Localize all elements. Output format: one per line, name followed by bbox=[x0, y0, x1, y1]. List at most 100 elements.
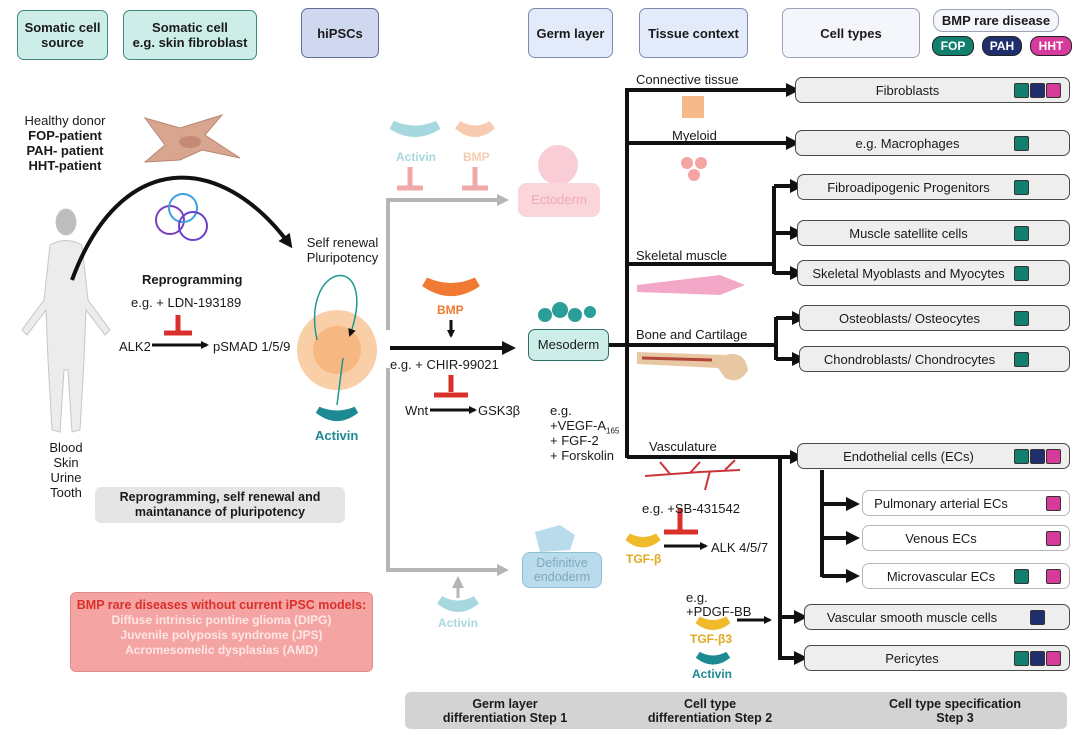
cell-type-box: Fibroadipogenic Progenitors bbox=[797, 174, 1070, 200]
step-1: Germ layer differentiation Step 1 bbox=[442, 697, 568, 725]
patient-fop: FOP-patient bbox=[28, 128, 102, 143]
no-models-item: Diffuse intrinsic pontine glioma (DIPG) bbox=[111, 613, 332, 627]
disease-marker-pah bbox=[1030, 83, 1045, 98]
vegf-text: +VEGF-A bbox=[550, 418, 606, 433]
ectoderm-box: Ectoderm bbox=[518, 183, 600, 217]
cell-type-box: Pulmonary arterial ECs bbox=[862, 490, 1070, 516]
cell-type-label: e.g. Macrophages bbox=[855, 135, 960, 151]
cell-type-label: Fibroblasts bbox=[875, 82, 940, 98]
disease-markers bbox=[1013, 352, 1061, 367]
cell-type-box: Fibroblasts bbox=[795, 77, 1070, 103]
cell-type-label: Venous ECs bbox=[905, 530, 977, 546]
cell-type-label: Pericytes bbox=[885, 650, 939, 666]
self-renewal-label: Self renewal Pluripotency bbox=[306, 235, 379, 265]
disease-markers bbox=[1013, 83, 1061, 98]
disease-marker-pah bbox=[1030, 610, 1045, 625]
cell-type-label: Skeletal Myoblasts and Myocytes bbox=[812, 265, 1005, 281]
disease-marker-fop bbox=[1014, 266, 1029, 281]
bone-icon bbox=[637, 352, 748, 381]
tissue-skeletal-muscle: Skeletal muscle bbox=[636, 248, 728, 263]
ecto-bmp-label: BMP bbox=[463, 150, 490, 164]
step-3: Cell type specification Step 3 bbox=[889, 697, 1021, 725]
mesoderm-cells-icon bbox=[538, 302, 596, 322]
cell-type-box: Skeletal Myoblasts and Myocytes bbox=[797, 260, 1070, 286]
source-blood: Blood bbox=[49, 440, 83, 455]
vegf-eg-label: e.g. bbox=[550, 403, 572, 418]
disease-marker-fop bbox=[1014, 226, 1029, 241]
no-models-box: BMP rare diseases without current iPSC m… bbox=[70, 592, 373, 672]
cell-type-box: Pericytes bbox=[804, 645, 1070, 671]
disease-markers bbox=[1013, 449, 1061, 464]
tgfb-label: TGF-β bbox=[626, 552, 662, 566]
source-tooth: Tooth bbox=[50, 485, 82, 500]
disease-markers bbox=[1013, 610, 1061, 625]
mesoderm-box: Mesoderm bbox=[528, 329, 609, 361]
alk2-label: ALK2 bbox=[119, 339, 151, 354]
disease-marker-hht bbox=[1046, 83, 1061, 98]
patient-hht: HHT-patient bbox=[28, 158, 102, 173]
cell-type-label: Chondroblasts/ Chondrocytes bbox=[823, 351, 996, 367]
skeletal-muscle-icon bbox=[637, 275, 745, 295]
disease-markers bbox=[1013, 496, 1061, 511]
header-tissue-context: Tissue context bbox=[639, 8, 748, 58]
healthy-donor-label: Healthy donor bbox=[24, 113, 106, 128]
disease-marker-hht bbox=[1046, 569, 1061, 584]
tissue-bone-cartilage: Bone and Cartilage bbox=[636, 327, 748, 342]
disease-marker-pah bbox=[1030, 651, 1045, 666]
pdgf-label: +PDGF-BB bbox=[686, 604, 752, 619]
cell-type-box: Vascular smooth muscle cells bbox=[804, 604, 1070, 630]
activin-label: Activin bbox=[315, 428, 359, 443]
patient-pah: PAH- patient bbox=[26, 143, 104, 158]
gsk3b-label: GSK3β bbox=[478, 403, 521, 418]
tissue-vasculature: Vasculature bbox=[649, 439, 717, 454]
header-hipscs: hiPSCs bbox=[301, 8, 379, 58]
definitive-endoderm-box: Definitive endoderm bbox=[522, 552, 602, 588]
disease-marker-fop bbox=[1014, 569, 1029, 584]
reprogramming-label: Reprogramming bbox=[142, 272, 243, 287]
tissue-myeloid: Myeloid bbox=[672, 128, 717, 143]
sb431542-label: e.g. +SB-431542 bbox=[642, 501, 740, 516]
disease-marker-hht bbox=[1046, 496, 1061, 511]
header-somatic-cell-source: Somatic cell source bbox=[17, 10, 108, 60]
vegf-label: +VEGF-A165 bbox=[550, 418, 619, 439]
ldn-inhibitor-label: e.g. + LDN-193189 bbox=[131, 295, 242, 310]
disease-markers bbox=[1013, 180, 1061, 195]
no-models-item: Juvenile polyposis syndrome (JPS) bbox=[120, 628, 323, 642]
cell-type-box: Microvascular ECs bbox=[862, 563, 1070, 589]
fgf-label: + FGF-2 bbox=[550, 433, 599, 448]
source-urine: Urine bbox=[50, 470, 82, 485]
alk457-label: ALK 4/5/7 bbox=[711, 540, 769, 555]
myeloid-cells-icon bbox=[681, 157, 707, 181]
reprogramming-summary: Reprogramming, self renewal and maintana… bbox=[95, 487, 345, 523]
disease-markers bbox=[1013, 136, 1061, 151]
cell-type-box: Venous ECs bbox=[862, 525, 1070, 551]
endo-activin-label: Activin bbox=[438, 616, 479, 630]
no-models-item: Acromesomelic dysplasias (AMD) bbox=[125, 643, 318, 657]
disease-markers bbox=[1013, 311, 1061, 326]
cell-type-box: Chondroblasts/ Chondrocytes bbox=[799, 346, 1070, 372]
tissue-connective: Connective tissue bbox=[636, 72, 739, 87]
header-somatic-cell: Somatic cell e.g. skin fibroblast bbox=[123, 10, 257, 60]
activin-icon bbox=[315, 406, 359, 421]
tgfb3-label: TGF-β3 bbox=[690, 632, 732, 646]
chip-pah: PAH bbox=[982, 36, 1022, 56]
vegf-subscript: 165 bbox=[606, 426, 620, 436]
disease-marker-hht bbox=[1046, 651, 1061, 666]
disease-marker-fop bbox=[1014, 449, 1029, 464]
cell-type-label: Vascular smooth muscle cells bbox=[826, 609, 998, 625]
human-figure-icon bbox=[21, 208, 111, 433]
disease-marker-hht bbox=[1046, 449, 1061, 464]
disease-markers bbox=[1013, 569, 1061, 584]
psmad-label: pSMAD 1/5/9 bbox=[213, 339, 291, 354]
cell-type-box: e.g. Macrophages bbox=[795, 130, 1070, 156]
disease-marker-fop bbox=[1014, 352, 1029, 367]
header-germ-layer: Germ layer bbox=[528, 8, 613, 58]
vasculature-icon bbox=[644, 459, 741, 491]
cell-type-label: Microvascular ECs bbox=[886, 568, 996, 584]
disease-marker-fop bbox=[1014, 136, 1029, 151]
cell-type-label: Endothelial cells (ECs) bbox=[843, 448, 974, 464]
disease-marker-pah bbox=[1030, 449, 1045, 464]
header-cell-types: Cell types bbox=[782, 8, 920, 58]
disease-marker-fop bbox=[1014, 83, 1029, 98]
